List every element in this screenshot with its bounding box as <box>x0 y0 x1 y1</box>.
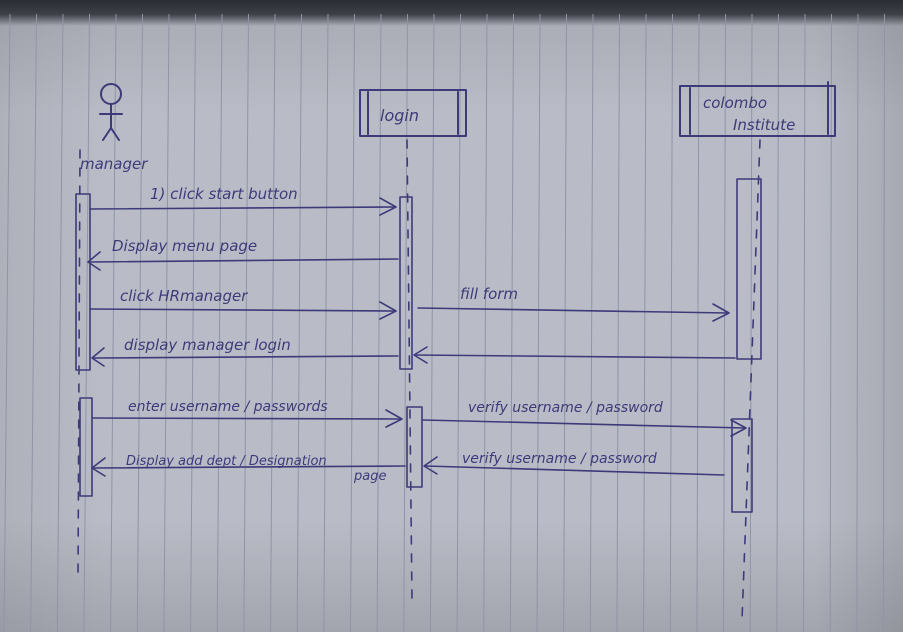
photo-edge-shadow <box>0 0 903 26</box>
paper-rule-line <box>829 13 832 632</box>
message-arrow-m8 <box>422 419 747 437</box>
paper-rule-line <box>456 13 461 632</box>
message-label-m4: display manager login <box>124 336 291 354</box>
login-lifeline <box>406 139 413 601</box>
login-activation-bar-1 <box>399 196 413 370</box>
institute-lifeline-box <box>679 81 836 137</box>
message-label-m8: verify username / password <box>468 400 663 416</box>
actor-lifeline <box>77 149 81 581</box>
paper-rule-line <box>643 13 647 632</box>
paper-rule-line <box>110 13 117 632</box>
paper-rule-line <box>136 13 143 632</box>
paper-rule-line <box>856 13 859 632</box>
paper-rule-line <box>3 13 11 632</box>
actor-label: manager <box>80 155 148 173</box>
paper-rule-line <box>696 13 700 632</box>
institute-label-line1: colombo <box>703 94 767 112</box>
login-activation-bar-2 <box>406 406 423 488</box>
paper-rule-line <box>536 13 541 632</box>
paper-rule-line <box>83 13 90 632</box>
message-label-m6: Display add dept / Designation <box>126 454 327 469</box>
paper-rule-line <box>563 13 567 632</box>
paper-rule-line <box>803 13 806 632</box>
actor-figure <box>99 83 123 141</box>
message-label-m1: 1) click start button <box>150 185 298 203</box>
paper-rule-lines <box>3 13 885 632</box>
paper-rule-line <box>669 13 673 632</box>
paper-rule-line <box>56 13 64 632</box>
paper-rule-line <box>509 13 514 632</box>
message-label-m5: enter username / passwords <box>128 399 328 415</box>
paper-rule-line <box>723 13 726 632</box>
paper-rule-line <box>483 13 488 632</box>
paper-rule-line <box>429 13 435 632</box>
institute-activation-bar-2 <box>731 418 753 513</box>
paper-rule-line <box>749 13 753 632</box>
message-arrow-m7 <box>417 303 730 322</box>
message-arrow-m6 <box>91 457 406 477</box>
login-lifeline-box <box>359 89 467 137</box>
message-label-m2: Display menu page <box>112 237 257 255</box>
paper-rule-line <box>190 13 196 632</box>
paper-rule-line <box>270 13 276 632</box>
paper-rule-line <box>616 13 620 632</box>
message-label-m6b: page <box>353 469 386 484</box>
message-label-m3: click HRmanager <box>120 287 248 305</box>
paper-rule-line <box>296 13 302 632</box>
actor-activation-bar-2 <box>79 397 93 497</box>
paper-rule-line <box>323 13 329 632</box>
paper-rule-line <box>349 13 355 632</box>
message-arrow-m5 <box>91 409 403 428</box>
paper-rule-line <box>589 13 594 632</box>
message-arrow-m1 <box>89 197 397 216</box>
paper-rule-line <box>216 13 223 632</box>
institute-lifeline <box>741 139 761 621</box>
message-arrow-m4 <box>91 347 399 367</box>
message-label-m9: verify username / password <box>462 451 657 467</box>
login-box-label: login <box>380 106 419 125</box>
paper-rule-line <box>376 13 382 632</box>
institute-activation-bar-1 <box>736 178 762 360</box>
paper-rule-line <box>403 13 408 632</box>
paper-rule-line <box>776 13 779 632</box>
paper-rule-line <box>163 13 170 632</box>
paper-rule-line <box>882 13 885 632</box>
message-arrow-m2 <box>87 251 399 271</box>
message-arrow-m3 <box>89 301 397 320</box>
institute-label-line2: Institute <box>733 116 795 134</box>
message-label-m7: fill form <box>460 285 518 303</box>
message-arrow-return <box>413 346 736 364</box>
actor-activation-bar-1 <box>75 193 91 371</box>
paper-rule-line <box>243 13 249 632</box>
message-arrow-m9 <box>423 456 725 476</box>
paper-rule-line <box>30 13 37 632</box>
